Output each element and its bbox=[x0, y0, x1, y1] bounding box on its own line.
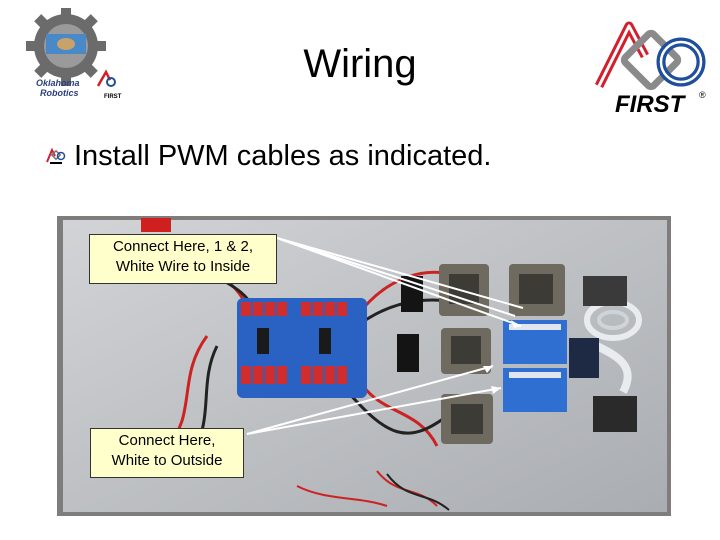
gear-icon bbox=[26, 6, 106, 86]
first-bullet-icon bbox=[46, 147, 66, 164]
first-logo-text: FIRST bbox=[615, 91, 687, 118]
oklahoma-robotics-logo: Oklahoma Robotics FIRST bbox=[8, 6, 126, 100]
callout-2-line1: Connect Here, bbox=[118, 432, 216, 449]
first-logo: FIRST ® bbox=[585, 12, 713, 122]
logo-left-text-2: Robotics bbox=[40, 88, 79, 98]
logo-left-small-first: FIRST bbox=[104, 94, 122, 100]
bullet-text: Install PWM cables as indicated. bbox=[74, 139, 492, 172]
callout-1-line1: Connect Here, 1 & 2, bbox=[112, 238, 254, 255]
callout-2-line2: White to Outside bbox=[111, 452, 223, 469]
callout-connect-inside: Connect Here, 1 & 2, White Wire to Insid… bbox=[89, 234, 277, 284]
callout-connect-outside: Connect Here, White to Outside bbox=[90, 428, 244, 478]
logo-left-text-1: Oklahoma bbox=[36, 78, 80, 88]
registered-mark: ® bbox=[699, 90, 706, 100]
callout-1-line2: White Wire to Inside bbox=[115, 258, 251, 275]
slide-title: Wiring bbox=[303, 42, 417, 86]
callout-arrows bbox=[246, 237, 524, 435]
bullet-item: Install PWM cables as indicated. bbox=[46, 136, 491, 176]
